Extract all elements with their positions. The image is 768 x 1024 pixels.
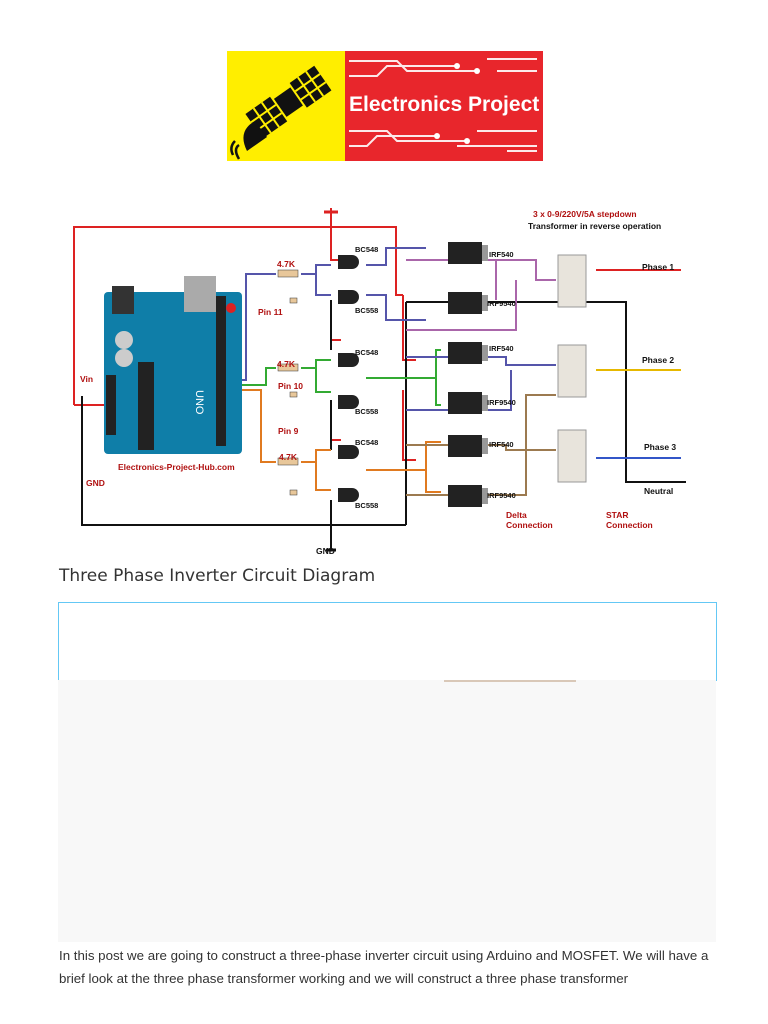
- svg-text:BC558: BC558: [355, 501, 378, 510]
- logo-graphic: Electronics Project Hub: [227, 51, 586, 161]
- svg-text:BC548: BC548: [355, 245, 378, 254]
- svg-text:Pin 11: Pin 11: [258, 307, 283, 317]
- svg-text:Delta: Delta: [506, 510, 527, 520]
- svg-text:4.7K: 4.7K: [277, 359, 296, 369]
- svg-text:GND: GND: [316, 546, 335, 556]
- svg-text:Electronics-Project-Hub.com: Electronics-Project-Hub.com: [118, 462, 235, 472]
- svg-text:Neutral: Neutral: [644, 486, 673, 496]
- logo-text: Electronics Project Hub: [349, 93, 543, 116]
- svg-text:4.7K: 4.7K: [279, 452, 298, 462]
- svg-text:Phase 3: Phase 3: [644, 442, 676, 452]
- svg-text:STAR: STAR: [606, 510, 629, 520]
- article-paragraph: In this post we are going to construct a…: [59, 948, 709, 986]
- svg-text:BC558: BC558: [355, 407, 378, 416]
- svg-text:Phase 1: Phase 1: [642, 262, 674, 272]
- svg-text:IRF9540: IRF9540: [487, 299, 516, 308]
- svg-text:3 x 0-9/220V/5A stepdown: 3 x 0-9/220V/5A stepdown: [533, 209, 637, 219]
- ad-divider: [444, 680, 576, 682]
- ad-placeholder[interactable]: [58, 680, 716, 942]
- satellite-icon: [230, 65, 332, 160]
- ad-banner[interactable]: [58, 602, 717, 681]
- svg-text:BC548: BC548: [355, 438, 378, 447]
- svg-text:BC548: BC548: [355, 348, 378, 357]
- svg-text:Pin 9: Pin 9: [278, 426, 299, 436]
- svg-text:IRF540: IRF540: [489, 440, 514, 449]
- svg-text:IRF9540: IRF9540: [487, 491, 516, 500]
- svg-text:Connection: Connection: [606, 520, 653, 530]
- figure-caption: Three Phase Inverter Circuit Diagram: [59, 566, 376, 586]
- svg-text:IRF540: IRF540: [489, 344, 514, 353]
- arduino-board: UNO: [104, 276, 242, 454]
- svg-text:BC558: BC558: [355, 306, 378, 315]
- svg-text:Vin: Vin: [80, 374, 93, 384]
- site-logo[interactable]: Electronics Project Hub: [227, 51, 586, 161]
- svg-text:4.7K: 4.7K: [277, 259, 296, 269]
- circuit-diagram: UNO 3 x 0-9/220V/5A stepdown Transfor: [66, 200, 696, 558]
- svg-text:IRF9540: IRF9540: [487, 398, 516, 407]
- svg-text:Transformer in reverse operati: Transformer in reverse operation: [528, 221, 661, 231]
- svg-text:GND: GND: [86, 478, 105, 488]
- svg-text:UNO: UNO: [193, 390, 205, 415]
- svg-text:Connection: Connection: [506, 520, 553, 530]
- svg-text:Phase 2: Phase 2: [642, 355, 674, 365]
- svg-text:Pin 10: Pin 10: [278, 381, 303, 391]
- svg-text:IRF540: IRF540: [489, 250, 514, 259]
